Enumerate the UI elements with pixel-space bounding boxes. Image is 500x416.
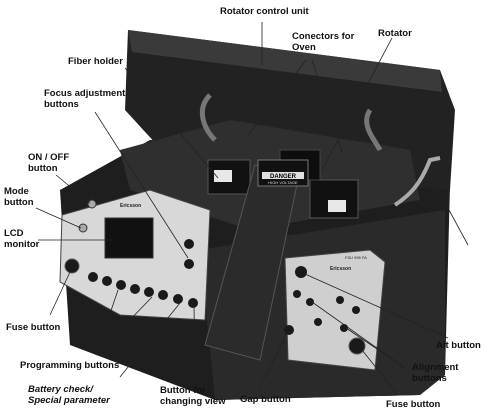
label-fuse-button-right: Fuse button (386, 399, 441, 410)
leader-connectors-oven-1 (247, 59, 307, 136)
leader-fiber-holder (124, 67, 219, 179)
leader-connectors-oven-2 (311, 59, 343, 153)
alignment-button (336, 296, 344, 304)
leader-lines (35, 22, 469, 396)
leader-focus-adjustment (94, 111, 189, 259)
programming-button (102, 276, 112, 286)
right-panel-model: FSU 995 FA (345, 255, 367, 260)
leader-programming-1 (95, 289, 119, 356)
gap-button (284, 325, 294, 335)
programming-button-row (88, 272, 198, 308)
leader-alignment-2 (345, 327, 406, 369)
label-mode-button: Mode button (4, 186, 34, 208)
label-alt-button: Alt button (436, 340, 481, 351)
alt-button (295, 266, 307, 278)
fuse-button-right-key (348, 337, 366, 355)
on-off-button (87, 199, 97, 209)
fiber-holder-clamp-left (214, 170, 232, 182)
side-handle (393, 156, 441, 207)
fiber-holder-right (309, 179, 359, 219)
label-fuse-button-left: Fuse button (6, 322, 61, 333)
leader-battery-check (119, 302, 181, 378)
alignment-button (306, 298, 314, 306)
leader-rotator (321, 37, 393, 171)
danger-header-text: DANGER (270, 174, 297, 180)
label-lcd-monitor: LCD monitor (4, 228, 40, 250)
leader-on-off (55, 174, 91, 204)
leader-mode (35, 207, 82, 229)
alignment-button (314, 318, 322, 326)
fiber-holder-clamp-right (328, 200, 346, 212)
fuse-button-left-key (64, 258, 80, 274)
focus-button-upper (184, 239, 194, 249)
lcd-monitor-screen (104, 217, 154, 259)
left-panel-brand: Ericsson (120, 203, 141, 209)
rotator-control-unit-top (128, 30, 442, 92)
programming-button (158, 290, 168, 300)
right-panel-brand: Ericsson (330, 266, 351, 272)
change-view-button (188, 298, 198, 308)
focus-button-lower (184, 259, 194, 269)
label-rotator-control-unit: Rotator control unit (220, 6, 309, 17)
leader-alignment-1 (311, 301, 406, 369)
label-programming-buttons: Programming buttons (20, 360, 120, 371)
label-on-off-button: ON / OFF button (28, 152, 70, 174)
label-alignment-buttons: Alignment buttons (412, 362, 459, 384)
leader-changing-view (193, 305, 196, 376)
label-rotator: Rotator (378, 28, 412, 39)
programming-button (144, 287, 154, 297)
leader-fuse-left (49, 271, 71, 316)
leader-alt (304, 273, 449, 339)
oven-cable-right (364, 108, 383, 152)
leader-gap (257, 333, 288, 391)
programming-button (130, 284, 140, 294)
label-battery-check: Battery check/ Special parameter (28, 384, 110, 406)
alignment-button (352, 306, 360, 314)
label-focus-adjustment-buttons: Focus adjustment buttons (44, 88, 126, 110)
programming-button (88, 272, 98, 282)
mode-button (78, 223, 88, 233)
danger-voltage-text: HIGH VOLTAGE (268, 180, 298, 185)
label-button-for-changing-view: Button for changing view (160, 385, 226, 407)
oven-cable-left (199, 93, 217, 142)
alignment-button (293, 290, 301, 298)
label-fiber-holder: Fiber holder (68, 56, 123, 67)
programming-button (116, 280, 126, 290)
danger-header-bar (262, 172, 304, 179)
label-connectors-for-oven: Conectors for Oven (292, 31, 355, 53)
leader-right-edge (429, 174, 469, 246)
label-gap-button: Gap button (240, 394, 291, 405)
battery-check-button (173, 294, 183, 304)
leader-fuse-right (361, 349, 399, 396)
leader-programming-2 (95, 296, 153, 356)
